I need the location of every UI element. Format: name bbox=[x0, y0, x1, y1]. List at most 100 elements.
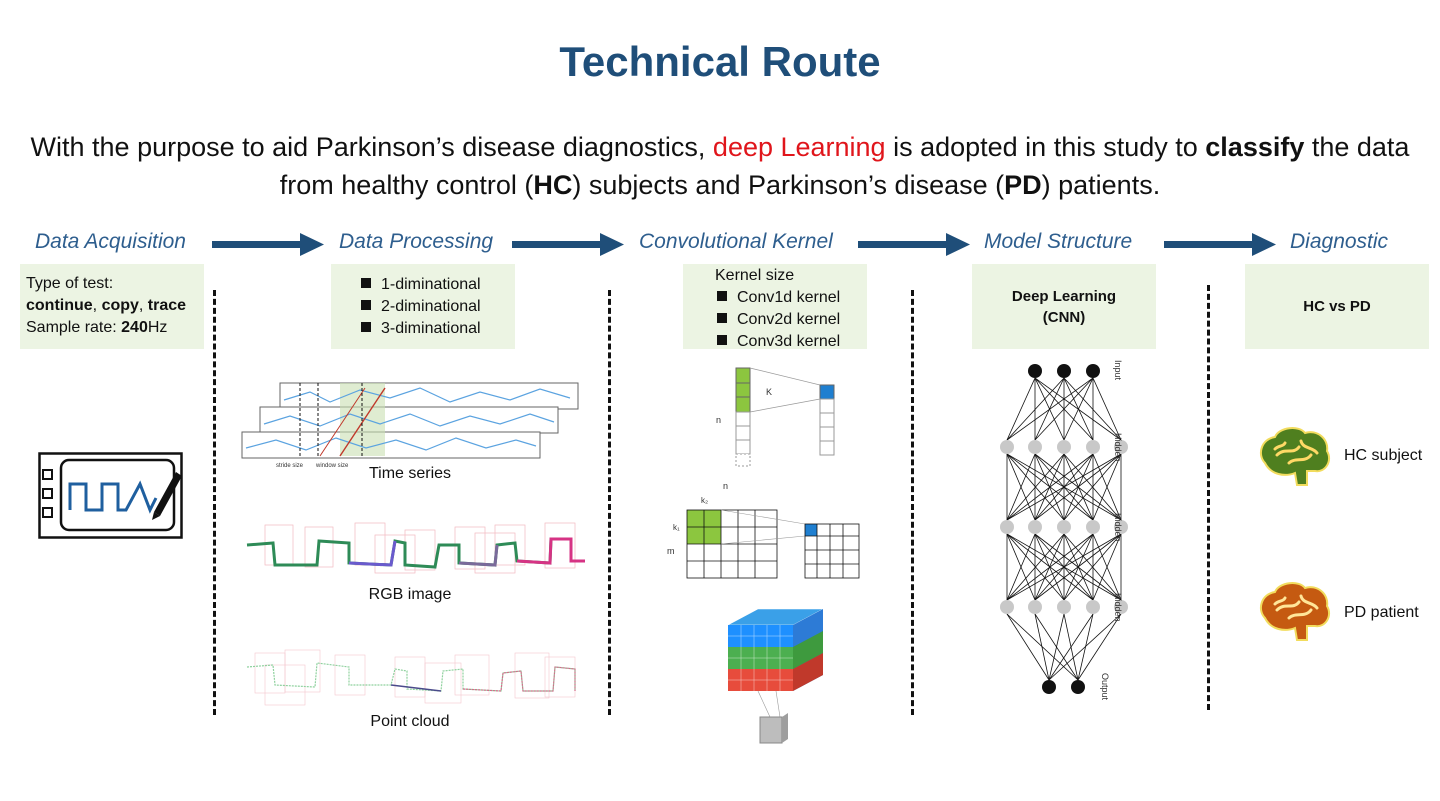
layer-label-input: Input bbox=[1113, 360, 1123, 381]
layer-label-hidden-3: Hidden bbox=[1113, 593, 1123, 622]
conv2d-m-label: m bbox=[667, 546, 675, 556]
nn-edge bbox=[1034, 533, 1122, 601]
point-cloud-image bbox=[246, 649, 576, 706]
nn-edge bbox=[1063, 453, 1122, 521]
acquisition-test-type: Type of test: bbox=[26, 275, 114, 292]
nn-edge bbox=[1034, 377, 1094, 441]
nn-edge bbox=[1006, 533, 1036, 601]
separator-2 bbox=[608, 290, 611, 715]
layer-label-output: Output bbox=[1100, 673, 1110, 701]
nn-edge bbox=[1092, 377, 1122, 441]
separator-1 bbox=[213, 290, 216, 715]
time-series-image: stride size window size bbox=[241, 382, 579, 469]
kernel-item-1d: Conv1d kernel bbox=[717, 287, 867, 309]
arrow-4 bbox=[1164, 233, 1276, 256]
conv3d-diagram bbox=[727, 608, 824, 744]
neural-network-diagram: Input Hidden Hidden Hidden Output bbox=[1000, 360, 1128, 701]
kernel-box: Kernel size Conv1d kernel Conv2d kernel … bbox=[683, 264, 867, 350]
intro-line2b: ) subjects and Parkinson’s disease ( bbox=[572, 170, 1005, 200]
arrow-2 bbox=[512, 233, 624, 256]
nn-edge bbox=[1063, 533, 1122, 601]
conv1d-diagram: K n bbox=[716, 367, 835, 467]
processing-item-1d: 1-diminational bbox=[361, 274, 515, 296]
hc-brain-icon bbox=[1259, 427, 1331, 486]
intro-bold-hc: HC bbox=[533, 170, 573, 200]
kernel-item-2d: Conv2d kernel bbox=[717, 309, 867, 331]
kernel-n-label-1d: n bbox=[716, 415, 721, 425]
model-box-line2: (CNN) bbox=[1042, 308, 1086, 326]
stage-convolutional-kernel: Convolutional Kernel bbox=[639, 230, 833, 253]
conv2d-k2-label: k₂ bbox=[701, 496, 708, 505]
conv2d-diagram: n k₂ k₁ m bbox=[667, 481, 860, 579]
window-size-label: window size bbox=[315, 463, 349, 469]
nn-edge bbox=[1006, 453, 1065, 521]
acquisition-tests: continue, copy, trace bbox=[26, 297, 187, 314]
nn-node bbox=[1114, 440, 1128, 454]
acquisition-rate: Sample rate: 240Hz bbox=[26, 317, 198, 339]
nn-node bbox=[1086, 364, 1100, 378]
stage-data-processing: Data Processing bbox=[339, 230, 494, 253]
nn-edge bbox=[1006, 613, 1050, 681]
test-continue: continue bbox=[26, 297, 93, 314]
nn-node bbox=[1028, 440, 1042, 454]
arrow-3 bbox=[858, 233, 970, 256]
nn-edge bbox=[1077, 613, 1122, 681]
nn-edge bbox=[1006, 377, 1094, 441]
rate-value: 240 bbox=[121, 319, 148, 336]
intro-part1: With the purpose to aid Parkinson’s dise… bbox=[30, 132, 713, 162]
nn-node bbox=[1114, 520, 1128, 534]
nn-edge bbox=[1006, 453, 1122, 521]
diagnostic-box: HC vs PD bbox=[1245, 264, 1429, 349]
pd-patient-label: PD patient bbox=[1344, 604, 1419, 621]
nn-node bbox=[1028, 364, 1042, 378]
nn-edge bbox=[1092, 533, 1122, 601]
stride-size-label: stride size bbox=[276, 463, 304, 469]
kernel-heading: Kernel size bbox=[715, 267, 795, 284]
kernel-item-3d: Conv3d kernel bbox=[717, 331, 867, 353]
conv2d-n-label: n bbox=[723, 481, 728, 491]
acquisition-box: Type of test: continue, copy, trace Samp… bbox=[20, 264, 204, 349]
nn-node bbox=[1114, 600, 1128, 614]
nn-edge bbox=[1063, 377, 1122, 441]
intro-part3: the data bbox=[1304, 132, 1410, 162]
nn-node bbox=[1000, 600, 1014, 614]
nn-node bbox=[1057, 600, 1071, 614]
processing-box: 1-diminational 2-diminational 3-diminati… bbox=[331, 264, 515, 349]
model-box: Deep Learning (CNN) bbox=[972, 264, 1156, 349]
nn-edge bbox=[1048, 613, 1122, 681]
nn-edge bbox=[1006, 533, 1065, 601]
nn-node bbox=[1086, 600, 1100, 614]
caption-rgb-image: RGB image bbox=[368, 586, 452, 603]
stage-model-structure: Model Structure bbox=[984, 230, 1133, 253]
nn-edge bbox=[1006, 533, 1094, 601]
nn-edge bbox=[1034, 377, 1122, 441]
caption-point-cloud: Point cloud bbox=[370, 713, 450, 730]
nn-node bbox=[1000, 520, 1014, 534]
processing-item-3d: 3-diminational bbox=[361, 318, 515, 340]
nn-edge bbox=[1006, 377, 1065, 441]
nn-edge bbox=[1092, 453, 1122, 521]
nn-node bbox=[1057, 440, 1071, 454]
nn-node bbox=[1057, 364, 1071, 378]
nn-edge bbox=[1034, 613, 1050, 681]
nn-node bbox=[1028, 600, 1042, 614]
rate-label: Sample rate: bbox=[26, 319, 122, 336]
intro-part2: is adopted in this study to bbox=[885, 132, 1206, 162]
intro-bold-pd: PD bbox=[1004, 170, 1042, 200]
pd-brain-icon bbox=[1259, 582, 1331, 641]
stage-diagnostic: Diagnostic bbox=[1290, 230, 1389, 253]
kernel-k-label: K bbox=[766, 387, 772, 397]
nn-node bbox=[1028, 520, 1042, 534]
rgb-image bbox=[246, 522, 585, 574]
nn-edge bbox=[1048, 613, 1065, 681]
nn-node bbox=[1057, 520, 1071, 534]
hc-subject-label: HC subject bbox=[1344, 447, 1423, 464]
intro-line2a: from healthy control ( bbox=[279, 170, 534, 200]
nn-edge bbox=[1006, 377, 1036, 441]
nn-edge bbox=[1006, 613, 1079, 681]
nn-edge bbox=[1048, 613, 1094, 681]
test-trace: trace bbox=[147, 297, 187, 314]
nn-edge bbox=[1006, 533, 1122, 601]
nn-edge bbox=[1063, 377, 1094, 441]
nn-node bbox=[1086, 440, 1100, 454]
